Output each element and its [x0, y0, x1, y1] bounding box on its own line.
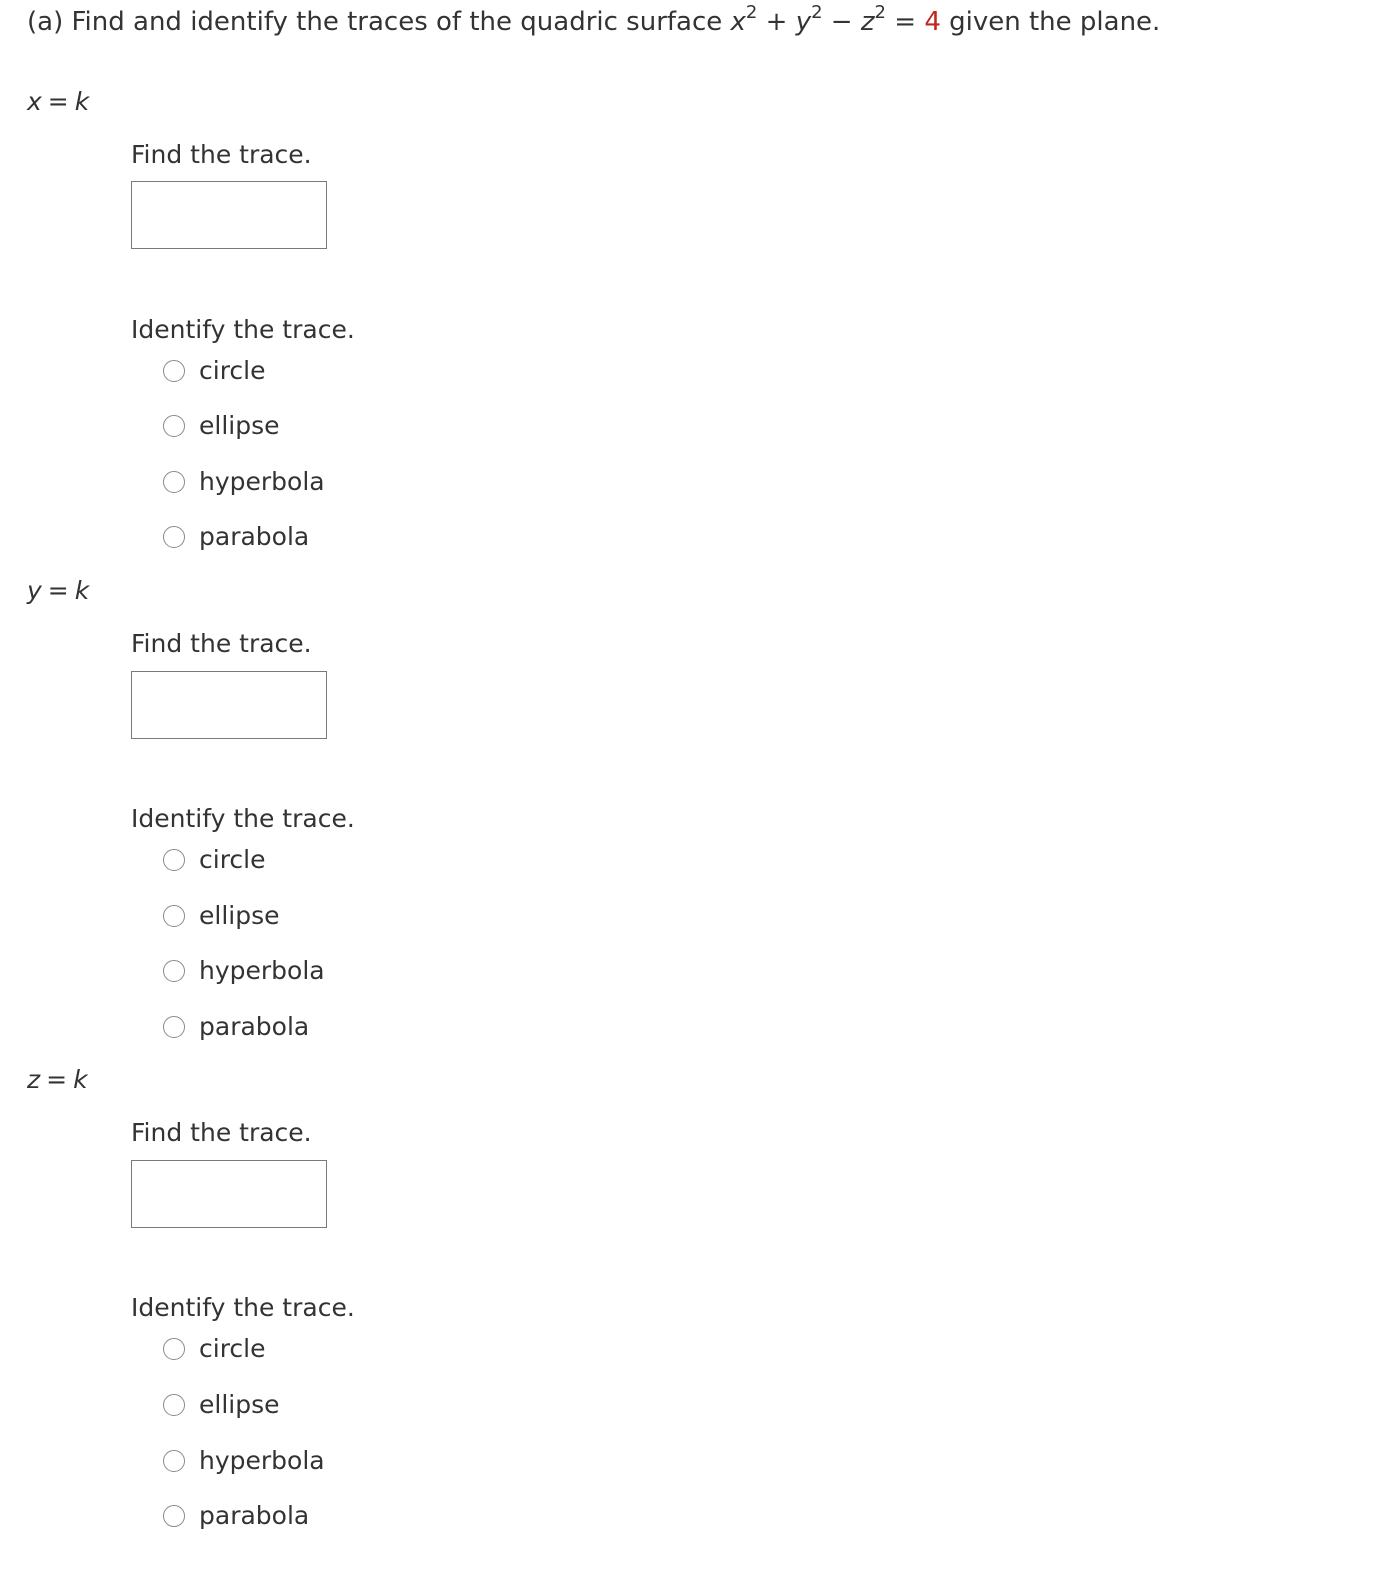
plane-const: k — [73, 1065, 88, 1094]
option-y-circle[interactable]: circle — [163, 843, 266, 877]
eq-var-y: y — [795, 7, 812, 37]
identify-trace-label-x: Identify the trace. — [131, 315, 355, 344]
radio-y-ellipse[interactable] — [163, 905, 185, 927]
option-label: hyperbola — [199, 956, 325, 985]
find-trace-label-z: Find the trace. — [131, 1118, 312, 1147]
identify-trace-label-z: Identify the trace. — [131, 1293, 355, 1322]
plane-const: k — [74, 576, 90, 605]
eq-var-x: x — [730, 7, 746, 37]
option-y-hyperbola[interactable]: hyperbola — [163, 954, 325, 988]
eq-minus: − — [822, 7, 861, 37]
option-label: ellipse — [199, 901, 280, 930]
radio-y-circle[interactable] — [163, 849, 185, 871]
plane-const: k — [74, 87, 90, 116]
radio-x-circle[interactable] — [163, 360, 185, 382]
radio-z-circle[interactable] — [163, 1338, 185, 1360]
radio-x-hyperbola[interactable] — [163, 471, 185, 493]
trace-input-y[interactable] — [131, 671, 327, 739]
option-z-hyperbola[interactable]: hyperbola — [163, 1444, 325, 1478]
plane-label-x: x=k — [27, 87, 89, 117]
identify-trace-label-y: Identify the trace. — [131, 804, 355, 833]
option-z-parabola[interactable]: parabola — [163, 1499, 309, 1533]
radio-y-hyperbola[interactable] — [163, 960, 185, 982]
option-label: parabola — [199, 522, 310, 551]
option-x-hyperbola[interactable]: hyperbola — [163, 465, 325, 499]
plane-var: x — [27, 87, 42, 116]
option-label: hyperbola — [199, 467, 325, 496]
question-text: (a) Find and identify the traces of the … — [27, 4, 1160, 40]
plane-label-y: y=k — [27, 576, 89, 606]
radio-z-hyperbola[interactable] — [163, 1450, 185, 1472]
find-trace-label-y: Find the trace. — [131, 629, 312, 658]
option-label: circle — [199, 356, 266, 385]
plane-eq: = — [47, 87, 69, 116]
option-label: parabola — [199, 1012, 310, 1041]
option-x-circle[interactable]: circle — [163, 354, 266, 388]
option-z-ellipse[interactable]: ellipse — [163, 1388, 280, 1422]
radio-x-parabola[interactable] — [163, 526, 185, 548]
radio-z-ellipse[interactable] — [163, 1394, 185, 1416]
find-trace-label-x: Find the trace. — [131, 140, 312, 169]
plane-label-z: z=k — [27, 1065, 88, 1095]
radio-x-ellipse[interactable] — [163, 415, 185, 437]
eq-plus: + — [757, 7, 796, 37]
question-suffix: given the plane. — [940, 7, 1161, 37]
plane-var: y — [27, 576, 42, 605]
option-x-parabola[interactable]: parabola — [163, 520, 309, 554]
plane-var: z — [27, 1065, 41, 1094]
option-label: ellipse — [199, 1390, 280, 1419]
question-prefix: (a) Find and identify the traces of the … — [27, 7, 731, 37]
eq-equals: = — [885, 7, 925, 37]
option-label: circle — [199, 845, 266, 874]
trace-input-z[interactable] — [131, 1160, 327, 1228]
trace-input-x[interactable] — [131, 181, 327, 249]
option-label: hyperbola — [199, 1446, 325, 1475]
eq-exp-z: 2 — [874, 2, 886, 24]
plane-eq: = — [47, 576, 69, 605]
radio-z-parabola[interactable] — [163, 1505, 185, 1527]
option-y-parabola[interactable]: parabola — [163, 1010, 309, 1044]
option-y-ellipse[interactable]: ellipse — [163, 899, 280, 933]
option-label: circle — [199, 1334, 266, 1363]
option-x-ellipse[interactable]: ellipse — [163, 409, 280, 443]
option-label: ellipse — [199, 411, 280, 440]
option-z-circle[interactable]: circle — [163, 1332, 266, 1366]
eq-exp-x: 2 — [745, 2, 758, 24]
eq-exp-y: 2 — [811, 2, 823, 24]
option-label: parabola — [199, 1501, 310, 1530]
plane-eq: = — [46, 1065, 68, 1094]
radio-y-parabola[interactable] — [163, 1016, 185, 1038]
eq-var-z: z — [860, 7, 875, 37]
eq-rhs: 4 — [924, 7, 941, 37]
